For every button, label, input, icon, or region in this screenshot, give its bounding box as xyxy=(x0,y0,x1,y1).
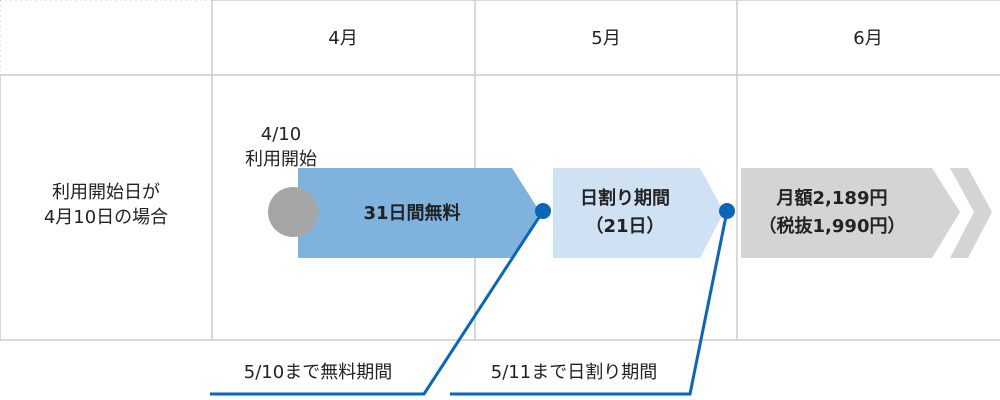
continuation-chevron xyxy=(950,168,992,258)
monthly-label-line1: 月額2,189円 xyxy=(776,187,888,209)
prorated-label-line2: （21日） xyxy=(585,216,664,237)
month-header-april: 4月 xyxy=(328,28,357,49)
row-label-line2: 4月10日の場合 xyxy=(44,207,168,228)
monthly-label-line2: （税抜1,990円） xyxy=(759,215,906,237)
corner-cell-border xyxy=(0,0,212,75)
header-row-border xyxy=(211,0,1000,75)
start-caption-label: 利用開始 xyxy=(245,149,317,170)
free-period-label: 31日間無料 xyxy=(363,202,460,224)
start-marker-dot xyxy=(268,187,318,237)
free-until-callout-dot xyxy=(535,203,551,219)
free-until-callout-text: 5/10まで無料期間 xyxy=(244,362,392,383)
month-header-june: 6月 xyxy=(853,28,882,49)
prorated-until-callout-dot xyxy=(719,203,735,219)
prorated-until-callout-line xyxy=(450,210,729,396)
month-header-may: 5月 xyxy=(591,28,620,49)
prorated-label-line1: 日割り期間 xyxy=(580,187,670,209)
prorated-period-arrow xyxy=(553,168,724,258)
monthly-period-arrow xyxy=(741,168,960,258)
free-period-arrow xyxy=(298,168,540,258)
row-label-line1: 利用開始日が xyxy=(52,182,160,203)
free-until-callout-line xyxy=(210,210,545,396)
prorated-until-callout-text: 5/11まで日割り期間 xyxy=(491,362,657,383)
start-date-label: 4/10 xyxy=(261,124,301,145)
